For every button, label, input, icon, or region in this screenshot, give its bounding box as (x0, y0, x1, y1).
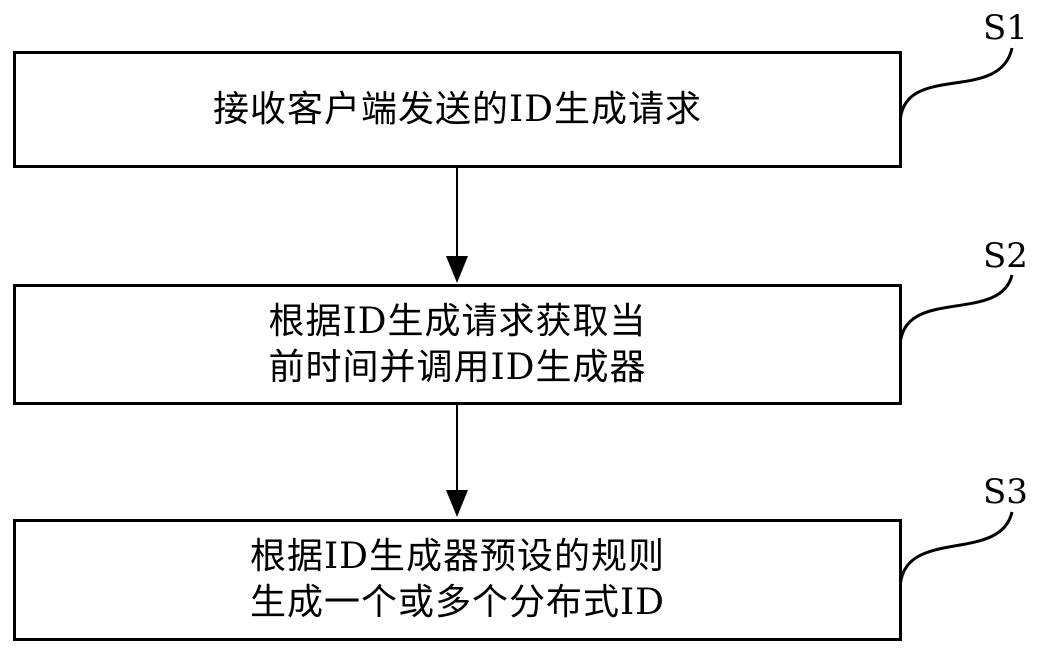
step-label-s3: S3 (983, 472, 1028, 512)
step-label-s2: S2 (983, 236, 1028, 276)
step-s3-text-line1: 根据ID生成器预设的规则 (249, 536, 666, 577)
leader-curve-s1 (898, 47, 1014, 126)
leader-curve-s2 (898, 274, 1014, 349)
arrow-s1-to-s2-head (446, 256, 468, 283)
step-s2-text-line2: 前时间并调用ID生成器 (268, 346, 647, 388)
step-label-s1: S1 (983, 8, 1028, 48)
step-s3-text-line2: 生成一个或多个分布式ID (249, 582, 666, 623)
step-box-s1: 接收客户端发送的ID生成请求 (13, 51, 902, 168)
step-box-s2: 根据ID生成请求获取当 前时间并调用ID生成器 (13, 284, 902, 405)
arrow-s2-to-s3-head (446, 490, 468, 517)
step-s1-text: 接收客户端发送的ID生成请求 (212, 88, 703, 130)
step-s2-text-line1: 根据ID生成请求获取当 (268, 300, 647, 342)
leader-curve-s3 (898, 511, 1014, 591)
step-box-s3: 根据ID生成器预设的规则 生成一个或多个分布式ID (13, 519, 902, 641)
